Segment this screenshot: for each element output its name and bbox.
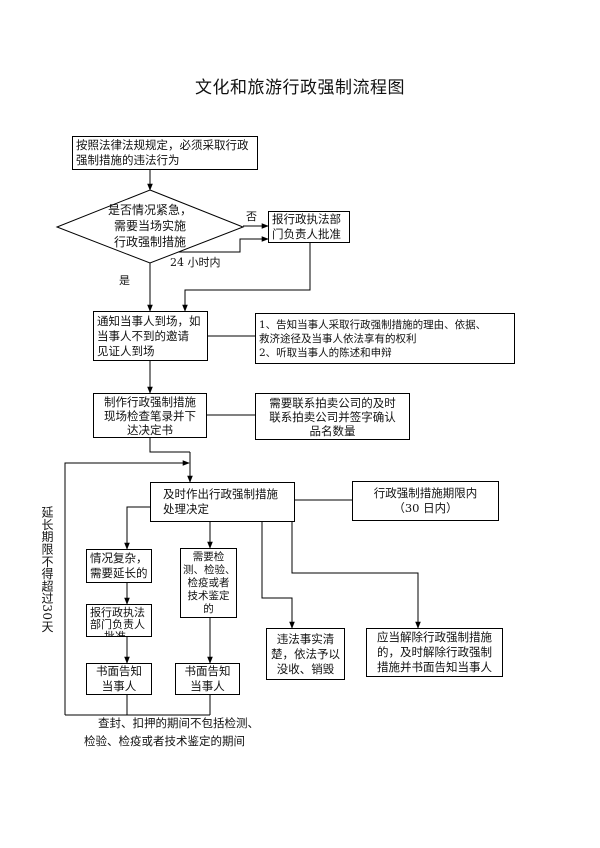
- period-note-line: 检验、检疫或者技术鉴定的期间: [84, 734, 245, 748]
- extend-approval-line: 部门负责人: [90, 618, 145, 631]
- yes-label: 是: [119, 274, 130, 287]
- notify-line: 见证人到场: [97, 343, 155, 358]
- start-box: 按照法律法规规定，必须采取行政 强制措施的违法行为: [72, 136, 258, 170]
- decision-line: 行政强制措施: [113, 235, 186, 249]
- extend-approval-box: 报行政执法 部门负责人 批准: [86, 604, 152, 637]
- connector-decide-to-release: [291, 522, 421, 629]
- within-24h-label: 24 小时内: [170, 256, 221, 269]
- notify-line: 通知当事人到场，如: [97, 313, 201, 328]
- testing-line: 需要检: [192, 550, 225, 563]
- inform-line: 2、听取当事人的陈述和申辩: [259, 346, 392, 359]
- connector-24h-to-approval: [178, 236, 269, 253]
- extension-limit-label: 延长期限不得超过30天: [40, 506, 54, 633]
- page-title: 文化和旅游行政强制流程图: [195, 78, 405, 98]
- notify-a-line: 书面告知: [96, 664, 142, 678]
- approval-line: 报行政执法部: [272, 212, 341, 226]
- confiscate-line: 没收、销毁: [276, 661, 335, 676]
- decision-line: 需要当场实施: [113, 219, 186, 233]
- auction-box: 需要联系拍卖公司的及时 联系拍卖公司并签字确认 品名数量: [255, 393, 410, 440]
- inform-box: 1、告知当事人采取行政强制措施的理由、依据、 救济途径及当事人依法享有的权利 2…: [255, 313, 515, 364]
- decide-box: 及时作出行政强制措施 处理决定: [150, 482, 295, 522]
- connector-loop-return: [64, 460, 190, 715]
- notify-a-line: 当事人: [101, 679, 137, 693]
- start-line: 强制措施的违法行为: [76, 153, 180, 167]
- period-note: 查封、扣押的期间不包括检测、 检验、检疫或者技术鉴定的期间: [84, 716, 259, 749]
- testing-box: 需要检 测、检验、 检疫或者 技术鉴定 的: [180, 548, 237, 618]
- auction-line: 联系拍卖公司并签字确认: [269, 409, 396, 424]
- inform-line: 1、告知当事人采取行政强制措施的理由、依据、: [259, 318, 487, 331]
- connector-record-to-decide: [149, 438, 190, 453]
- connector-approval-to-notify: [182, 243, 311, 312]
- extend-approval-line: 批准: [104, 630, 126, 637]
- confiscate-line: 违法事实清: [276, 631, 335, 646]
- confiscate-line: 楚，依法予以: [271, 646, 340, 661]
- notify-box: 通知当事人到场，如 当事人不到的邀请 见证人到场: [93, 311, 208, 361]
- notify-b-line: 书面告知: [184, 664, 231, 678]
- decision-line: 是否情况紧急，: [107, 203, 192, 217]
- auction-line: 品名数量: [309, 423, 356, 438]
- notify-line: 当事人不到的邀请: [97, 328, 189, 343]
- release-line: 措施并书面告知当事人: [377, 660, 492, 674]
- decide-line: 及时作出行政强制措施: [163, 487, 278, 501]
- release-box: 应当解除行政强制措施 的，及时解除行政强制 措施并书面告知当事人: [366, 628, 503, 677]
- testing-line: 技术鉴定: [187, 589, 230, 602]
- time-limit-box: 行政强制措施期限内 （30 日内）: [352, 481, 499, 521]
- connector-decide-to-confiscate: [261, 522, 295, 629]
- notify-b-box: 书面告知 当事人: [175, 663, 240, 695]
- release-line: 应当解除行政强制措施: [377, 630, 492, 644]
- decision-text: 是否情况紧急， 需要当场实施 行政强制措施: [80, 202, 220, 250]
- testing-line: 测、检验、: [183, 563, 236, 576]
- decide-line: 处理决定: [163, 502, 209, 516]
- testing-line: 检疫或者: [187, 576, 230, 589]
- testing-line: 的: [203, 602, 214, 615]
- record-line: 现场检查笔录并下: [104, 408, 196, 423]
- approval-box: 报行政执法部 门负责人批准: [268, 211, 350, 243]
- extend-line: 需要延长的: [90, 566, 148, 580]
- confiscate-box: 违法事实清 楚，依法予以 没收、销毁: [266, 628, 345, 680]
- notify-b-line: 当事人: [190, 679, 225, 693]
- time-limit-line: （30 日内）: [393, 501, 458, 515]
- inform-line: 救济途径及当事人依法享有的权利: [259, 332, 417, 345]
- record-line: 达决定书: [127, 422, 173, 437]
- period-note-line: 查封、扣押的期间不包括检测、: [98, 716, 259, 730]
- extend-box: 情况复杂， 需要延长的: [86, 549, 152, 583]
- no-label: 否: [246, 210, 257, 223]
- auction-line: 需要联系拍卖公司的及时: [269, 395, 396, 410]
- connector-decide-to-extend: [124, 506, 150, 550]
- notify-a-box: 书面告知 当事人: [86, 663, 152, 695]
- approval-line: 门负责人批准: [272, 227, 341, 241]
- release-line: 的，及时解除行政强制: [377, 645, 492, 659]
- record-line: 制作行政强制措施: [104, 394, 196, 409]
- extend-line: 情况复杂，: [90, 551, 148, 565]
- extend-approval-line: 报行政执法: [90, 606, 145, 619]
- record-box: 制作行政强制措施 现场检查笔录并下 达决定书: [93, 393, 207, 438]
- start-line: 按照法律法规规定，必须采取行政: [76, 138, 249, 152]
- time-limit-line: 行政强制措施期限内: [373, 486, 478, 500]
